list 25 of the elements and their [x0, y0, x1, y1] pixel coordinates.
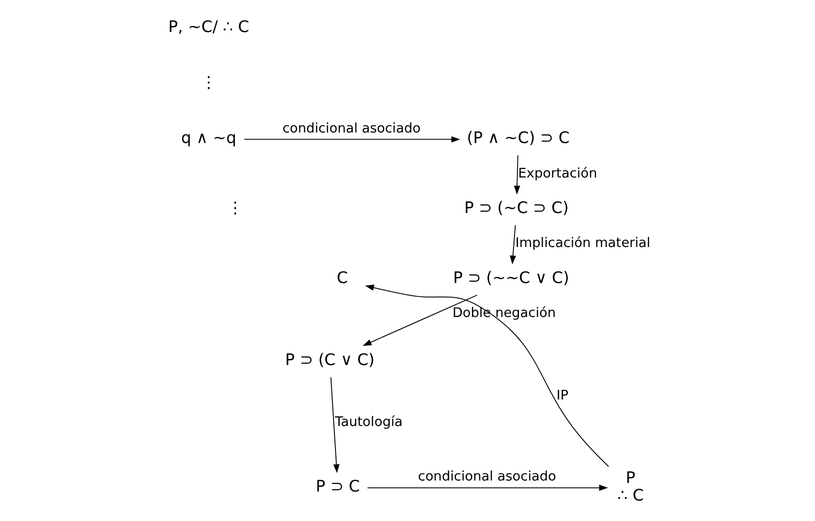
- arrow: [362, 294, 478, 346]
- edge-label: condicional asociado: [282, 121, 421, 136]
- edge-label: Exportación: [518, 166, 598, 182]
- node-text: P, ∼C/ ∴ C: [168, 16, 250, 36]
- arrow: [514, 154, 520, 195]
- label: ⋮: [200, 72, 217, 92]
- arrow: [244, 136, 460, 142]
- arrow: [367, 484, 608, 491]
- node-text: P ⊃ (C ∨ C): [285, 350, 375, 370]
- node-text: C: [336, 268, 348, 287]
- node-text: q ∧ ∼q: [181, 128, 236, 148]
- node-text: P ∴ C: [617, 468, 644, 505]
- arrow: [510, 224, 516, 264]
- node-text: P ⊃ (∼C ⊃ C): [464, 198, 569, 218]
- label: ⋮: [227, 198, 244, 218]
- edge-label: IP: [556, 388, 568, 404]
- edge-label: Tautología: [334, 414, 403, 430]
- arrow: [330, 376, 340, 474]
- node-text: (P ∧ ∼C) ⊃ C: [466, 128, 570, 148]
- edge-label: condicional asociado: [418, 470, 556, 485]
- edge-label: Doble negación: [452, 306, 556, 322]
- arrow: [365, 284, 610, 467]
- node-text: P ⊃ C: [316, 476, 360, 496]
- edge-label: Implicación material: [515, 236, 650, 252]
- node-text: P ⊃ (∼∼C ∨ C): [453, 268, 570, 287]
